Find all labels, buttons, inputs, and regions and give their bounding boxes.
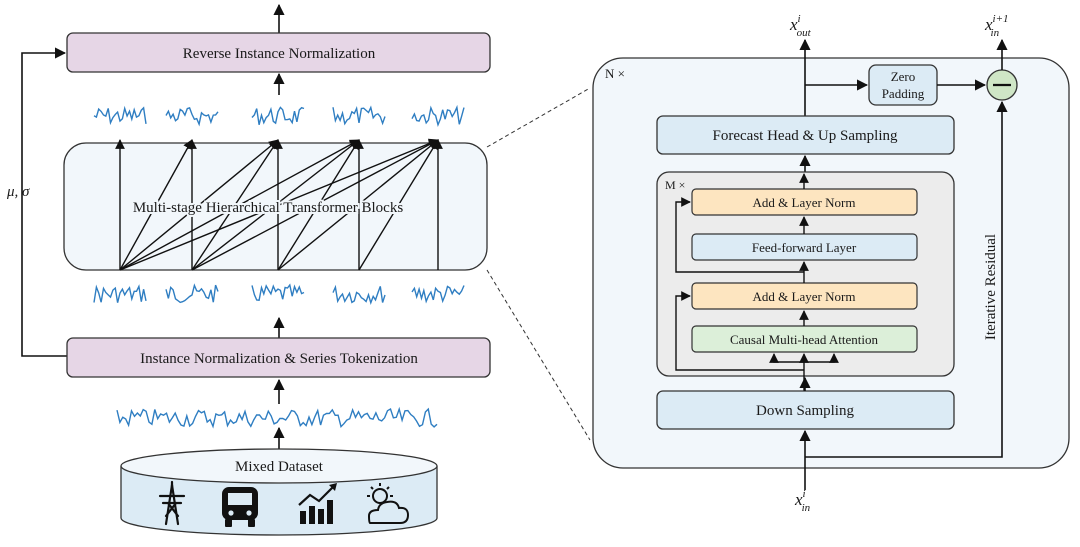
residual-attention [675, 291, 804, 371]
hierarchical-connection-line [191, 139, 279, 271]
output-series-segment [332, 105, 386, 126]
bus-icon [222, 487, 258, 527]
output-series-segment [251, 106, 305, 125]
zero-padding-line1: Zero [891, 69, 916, 84]
attention-label: Causal Multi-head Attention [730, 332, 879, 347]
hierarchical-connection-line [191, 139, 360, 271]
output-series-row [93, 104, 465, 128]
instance-normalization-box: Instance Normalization & Series Tokeniza… [66, 337, 491, 378]
output-series-segment [93, 105, 147, 126]
token-series-segment [332, 284, 386, 306]
hierarchical-connection-line [191, 139, 439, 271]
stats-skip-connection [21, 47, 67, 357]
output-series-segment [165, 107, 219, 127]
zoom-line-top [486, 87, 591, 148]
chart-growth-icon [298, 483, 337, 524]
add-norm-bottom-box: Add & Layer Norm [691, 282, 918, 310]
hierarchical-connection-line [119, 139, 279, 271]
hierarchical-connection-line [119, 139, 360, 271]
transformer-layer-panel [656, 171, 955, 377]
add-norm-top-label: Add & Layer Norm [753, 195, 856, 210]
n-repeat-label: N × [605, 66, 625, 81]
zero-padding-box: Zero Padding [868, 64, 938, 106]
add-norm-top-box: Add & Layer Norm [691, 188, 918, 216]
iterative-residual-label: Iterative Residual [983, 234, 999, 340]
output-series-segment [411, 104, 465, 128]
stats-label: μ, σ [6, 184, 30, 200]
token-series-segment [251, 283, 305, 301]
feed-forward-box: Feed-forward Layer [691, 233, 918, 261]
add-norm-bottom-label: Add & Layer Norm [753, 289, 856, 304]
hierarchical-connection-line [119, 139, 193, 271]
token-series-segment [93, 284, 147, 303]
hierarchical-connection-line [119, 138, 439, 271]
down-sampling-label: Down Sampling [756, 403, 854, 419]
weather-cloud-sun-icon [367, 483, 410, 524]
forecast-head-box: Forecast Head & Up Sampling [656, 115, 955, 155]
down-sampling-box: Down Sampling [656, 390, 955, 430]
mixed-dataset-cylinder: Mixed Dataset [120, 448, 438, 536]
zoom-line-bottom [486, 269, 591, 441]
feed-forward-label: Feed-forward Layer [752, 240, 857, 255]
transformer-blocks-label: Multi-stage Hierarchical Transformer Blo… [133, 200, 404, 216]
iterative-residual-connection [805, 100, 1008, 458]
hierarchical-connection-line [277, 139, 439, 271]
hierarchical-connections [115, 138, 443, 271]
attention-input-right [804, 353, 839, 363]
reverse-normalization-label: Reverse Instance Normalization [183, 46, 376, 62]
dataset-label: Mixed Dataset [235, 459, 324, 475]
hierarchical-connection-line [358, 139, 439, 271]
token-series-segment [165, 283, 219, 304]
forecast-head-label: Forecast Head & Up Sampling [713, 128, 898, 144]
residual-feed-forward [675, 197, 804, 273]
raw-time-series [116, 406, 438, 429]
power-tower-icon [158, 480, 186, 526]
instance-normalization-label: Instance Normalization & Series Tokeniza… [140, 351, 418, 367]
reverse-normalization-box: Reverse Instance Normalization [66, 32, 491, 73]
zero-padding-line2: Padding [882, 86, 925, 101]
m-repeat-label: M × [665, 178, 685, 192]
token-series-segment [411, 285, 465, 304]
hierarchical-connection-line [277, 139, 360, 271]
attention-box: Causal Multi-head Attention [691, 325, 918, 353]
subtract-operator [986, 69, 1018, 101]
attention-input-left [769, 353, 805, 391]
token-series-row [93, 283, 465, 306]
